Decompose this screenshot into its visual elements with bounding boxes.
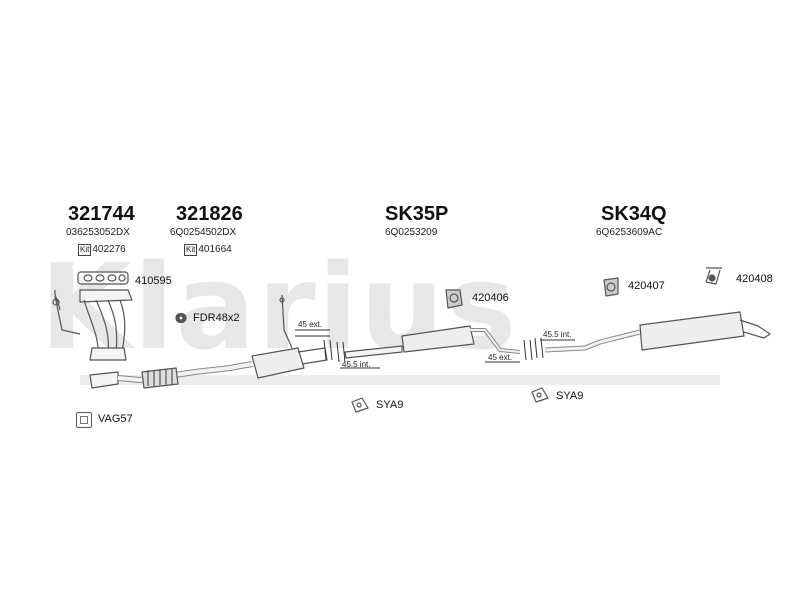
exhaust-manifold-drawing[interactable] xyxy=(52,289,133,361)
kit-badge: Kit xyxy=(184,244,198,256)
rear-silencer-drawing[interactable] xyxy=(544,311,771,353)
oe-ref-321826: 6Q0254502DX xyxy=(170,227,237,238)
label-mount-420406[interactable]: 420406 xyxy=(472,292,509,304)
part-number-sk34q[interactable]: SK34Q xyxy=(601,203,667,225)
dim-45-5-int-front: 45.5 int. xyxy=(342,360,371,369)
label-gasket-410595[interactable]: 410595 xyxy=(135,275,172,287)
label-mount-420407[interactable]: 420407 xyxy=(628,280,665,292)
kit-number: 401664 xyxy=(198,244,232,255)
dim-45-ext-rear: 45 ext. xyxy=(488,353,513,362)
dim-45-ext-front: 45 ext. xyxy=(298,320,323,329)
label-clamp-fdr48x2[interactable]: FDR48x2 xyxy=(193,312,240,324)
label-mount-420408[interactable]: 420408 xyxy=(736,273,773,285)
label-mount-sya9-b[interactable]: SYA9 xyxy=(556,390,584,402)
front-pipe-drawing[interactable] xyxy=(89,361,253,389)
catalytic-converter-drawing[interactable] xyxy=(251,294,328,379)
oe-ref-sk34q: 6Q6253609AC xyxy=(596,227,663,238)
label-mount-sya9-a[interactable]: SYA9 xyxy=(376,399,404,411)
kit-badge: Kit xyxy=(78,244,92,256)
part-number-321744[interactable]: 321744 xyxy=(68,203,135,225)
manifold-gasket-drawing[interactable] xyxy=(77,271,129,285)
oe-ref-321744: 036253052DX xyxy=(66,227,130,238)
part-number-sk35p[interactable]: SK35P xyxy=(385,203,449,225)
part-number-321826[interactable]: 321826 xyxy=(176,203,243,225)
watermark-underline xyxy=(80,375,720,385)
kit-number: 402276 xyxy=(92,244,126,255)
label-sealant-vag57[interactable]: VAG57 xyxy=(98,413,133,425)
oe-ref-sk35p: 6Q0253209 xyxy=(385,227,438,238)
rubber-mount-drawings[interactable] xyxy=(175,267,722,413)
sealant-icon xyxy=(76,412,92,428)
dim-45-5-int-rear: 45.5 int. xyxy=(543,330,572,339)
joint-markers xyxy=(295,329,575,369)
centre-silencer-drawing[interactable] xyxy=(344,325,521,359)
